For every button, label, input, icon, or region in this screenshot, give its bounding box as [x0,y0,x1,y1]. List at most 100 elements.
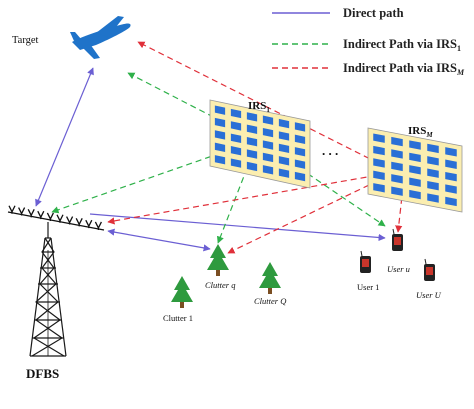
irs1-path-clutter [216,139,259,244]
irsM-panel [367,127,463,213]
irs-element [373,183,385,193]
irs-element [246,124,258,134]
irs1-panel [209,99,311,189]
irs-element [427,193,439,203]
phone-icon-user-1 [360,250,371,273]
antenna-element-icon [85,219,93,229]
irs-element [294,134,306,145]
irs-element [230,121,242,131]
irs-element [373,133,385,143]
irs-element [391,136,403,147]
irs-element [427,180,439,191]
irs-element [427,156,439,166]
irs-element [262,127,274,138]
antenna-element-icon [8,205,16,214]
irs1-label: IRS1 [248,100,270,114]
airplane-icon [70,16,131,59]
dfbs-label: DFBS [26,366,59,381]
irs-element [278,156,290,166]
irs-element [445,147,457,157]
irs-element [246,161,258,172]
irs-element [294,122,306,132]
tree-icon-clutter-1 [171,276,193,308]
irsM-elements [373,133,457,207]
irs-element [214,105,226,115]
irs-element [427,143,439,154]
legend-direct-label: Direct path [343,6,404,20]
antenna-element-icon [46,212,54,221]
irs-element [230,108,242,119]
tree-icon-clutter-q [207,244,229,276]
direct-path-target [35,67,94,207]
clutter-1-label: Clutter 1 [163,313,193,323]
irs-element [214,117,226,128]
irs-element [230,146,242,156]
irs-element [391,186,403,196]
tower-icon [29,222,67,357]
irs-element [409,140,421,150]
irs-element [262,152,274,163]
direct-path-user [89,213,386,242]
clutter-Q-label: Clutter Q [254,296,286,306]
irs-element [246,149,258,159]
user-U-label: User U [416,290,442,300]
irsM-path-bs [107,171,397,225]
irs-element [278,143,290,154]
direct-path-clutter [107,228,211,252]
phone-icon-user-u [392,228,403,251]
irsM-label: IRSM [408,125,433,139]
direct-paths [35,67,386,252]
tree-icon-clutter-Q [259,262,281,294]
legend: Direct path Indirect Path via IRS1 Indir… [272,6,465,77]
irs-element [294,171,306,182]
irs-element [214,130,226,140]
irs-element [246,112,258,122]
antenna-element-icon [94,221,102,230]
irs-ellipsis: . . . [322,143,338,158]
legend-irsM-label: Indirect Path via IRSM [343,61,465,77]
legend-irs1-label: Indirect Path via IRS1 [343,37,461,53]
irs-element [294,159,306,169]
irs-element [373,158,385,168]
irs-element [445,196,457,207]
irs-element [391,174,403,184]
irs-element [214,142,226,153]
antenna-array-icon [7,205,105,231]
antenna-element-icon [56,214,64,223]
antenna-element-icon [66,216,74,225]
irs-element [373,145,385,156]
antenna-element-icon [37,210,45,220]
irs-element [262,165,274,175]
antenna-element-icon [18,207,26,216]
irs-element [445,184,457,194]
irs-element [409,177,421,187]
irs-element [214,155,226,165]
irs1-elements [214,105,306,182]
irs-element [246,137,258,147]
irs-element [445,171,457,182]
irs-element [409,165,421,175]
irs-element [230,158,242,168]
target-label: Target [12,35,39,46]
clutter-q-label: Clutter q [205,280,236,290]
irs-element [445,159,457,169]
irs-element [391,149,403,159]
phone-icon-user-U [424,258,435,281]
irs-element [373,170,385,181]
irs-element [262,115,274,125]
irs-element [230,133,242,143]
irs-element [427,168,439,178]
irs-element [278,131,290,141]
irs-element [278,118,290,129]
user-1-label: User 1 [357,282,379,292]
irsM-path-target [137,41,397,173]
irs-element [294,147,306,157]
antenna-element-icon [75,218,83,227]
irsM-path-user [395,177,405,233]
irs-element [391,161,403,172]
irs-element [278,168,290,178]
irs-element [262,140,274,150]
irs1-path-bs [51,139,259,214]
